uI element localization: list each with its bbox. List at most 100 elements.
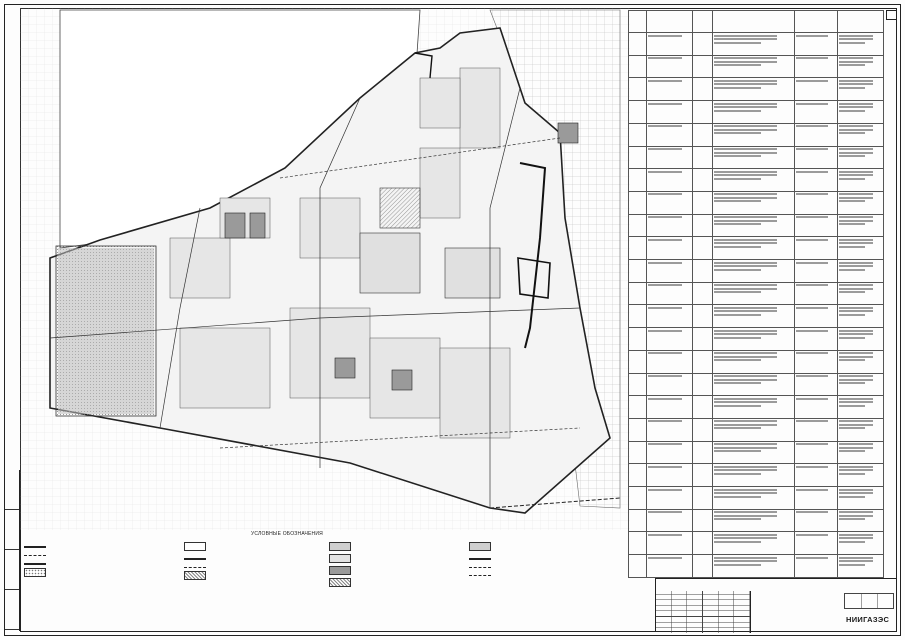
table-cell	[691, 259, 714, 283]
legend-column	[469, 542, 604, 579]
table-cell	[628, 395, 647, 419]
table-cell	[712, 100, 795, 124]
table-cell	[837, 486, 884, 510]
table-row	[628, 349, 884, 374]
table-cell	[628, 327, 647, 351]
table-cell	[628, 77, 647, 102]
table-cell	[712, 508, 795, 533]
table-cell	[793, 281, 839, 306]
table-cell	[793, 395, 839, 419]
table-cell	[837, 395, 884, 419]
title-block: НИИГАЗЭС	[655, 578, 897, 633]
table-cell	[691, 554, 714, 578]
table-cell	[837, 304, 884, 329]
table-cell	[837, 32, 884, 56]
table-row	[628, 395, 884, 419]
table-cell	[712, 236, 795, 261]
sheet-number	[886, 10, 897, 20]
table-cell	[837, 463, 884, 488]
table-row	[628, 440, 884, 465]
table-cell	[712, 54, 795, 79]
table-row	[628, 486, 884, 510]
table-cell	[793, 463, 839, 488]
table-cell	[793, 440, 839, 465]
table-row	[628, 304, 884, 329]
table-cell	[691, 508, 714, 533]
table-cell	[793, 32, 839, 56]
company-logo: НИИГАЗЭС	[846, 615, 890, 624]
table-cell	[645, 531, 693, 556]
table-cell	[712, 395, 795, 419]
table-row	[628, 145, 884, 170]
table-row	[628, 554, 884, 578]
table-cell	[793, 168, 839, 192]
table-cell	[628, 349, 647, 374]
table-cell	[691, 122, 714, 147]
table-cell	[645, 32, 693, 56]
table-cell	[837, 236, 884, 261]
central-plots	[359, 187, 501, 299]
legend-item	[24, 568, 174, 577]
table-cell	[712, 259, 795, 283]
legend-swatch	[184, 558, 206, 560]
legend-item	[329, 566, 459, 575]
legend-item	[469, 571, 604, 576]
table-row	[628, 531, 884, 556]
legend-item	[329, 554, 459, 563]
table-cell	[691, 236, 714, 261]
table-row	[628, 463, 884, 488]
project-road-boundary	[519, 162, 547, 349]
table-row	[628, 190, 884, 215]
table-cell	[628, 531, 647, 556]
table-cell	[712, 213, 795, 238]
table-row	[628, 259, 884, 283]
legend-column	[24, 542, 174, 580]
legend: УСЛОВНЫЕ ОБОЗНАЧЕНИЯ	[24, 530, 604, 630]
table-cell	[691, 281, 714, 306]
legend-swatch	[329, 566, 351, 575]
outer-frame	[4, 4, 901, 636]
table-cell	[712, 417, 795, 442]
table-cell	[645, 145, 693, 170]
legend-swatch	[184, 567, 206, 568]
table-cell	[645, 259, 693, 283]
table-cell	[793, 486, 839, 510]
table-cell	[793, 213, 839, 238]
table-cell	[837, 531, 884, 556]
table-cell	[628, 236, 647, 261]
legend-item	[469, 554, 604, 560]
table-cell	[628, 122, 647, 147]
table-cell	[712, 372, 795, 397]
table-cell	[645, 395, 693, 419]
table-cell	[837, 77, 884, 102]
legend-swatch	[24, 555, 46, 556]
table-cell	[628, 190, 647, 215]
table-cell	[691, 100, 714, 124]
table-cell	[793, 54, 839, 79]
table-cell	[837, 508, 884, 533]
legend-swatch	[24, 546, 46, 548]
table-cell	[691, 304, 714, 329]
table-cell	[837, 54, 884, 79]
table-cell	[645, 304, 693, 329]
legend-swatch	[329, 578, 351, 587]
legend-swatch	[329, 542, 351, 551]
table-cell	[691, 77, 714, 102]
legend-column	[329, 542, 459, 590]
table-cell	[793, 417, 839, 442]
table-row	[628, 168, 884, 192]
table-cell	[628, 213, 647, 238]
legend-item	[184, 542, 319, 551]
legend-swatch	[469, 575, 491, 576]
table-cell	[645, 440, 693, 465]
table-cell	[837, 100, 884, 124]
table-cell	[645, 122, 693, 147]
table-cell	[645, 100, 693, 124]
table-cell	[691, 327, 714, 351]
table-cell	[712, 554, 795, 578]
table-cell	[645, 554, 693, 578]
table-cell	[793, 236, 839, 261]
table-cell	[645, 213, 693, 238]
table-cell	[712, 440, 795, 465]
table-cell	[645, 77, 693, 102]
